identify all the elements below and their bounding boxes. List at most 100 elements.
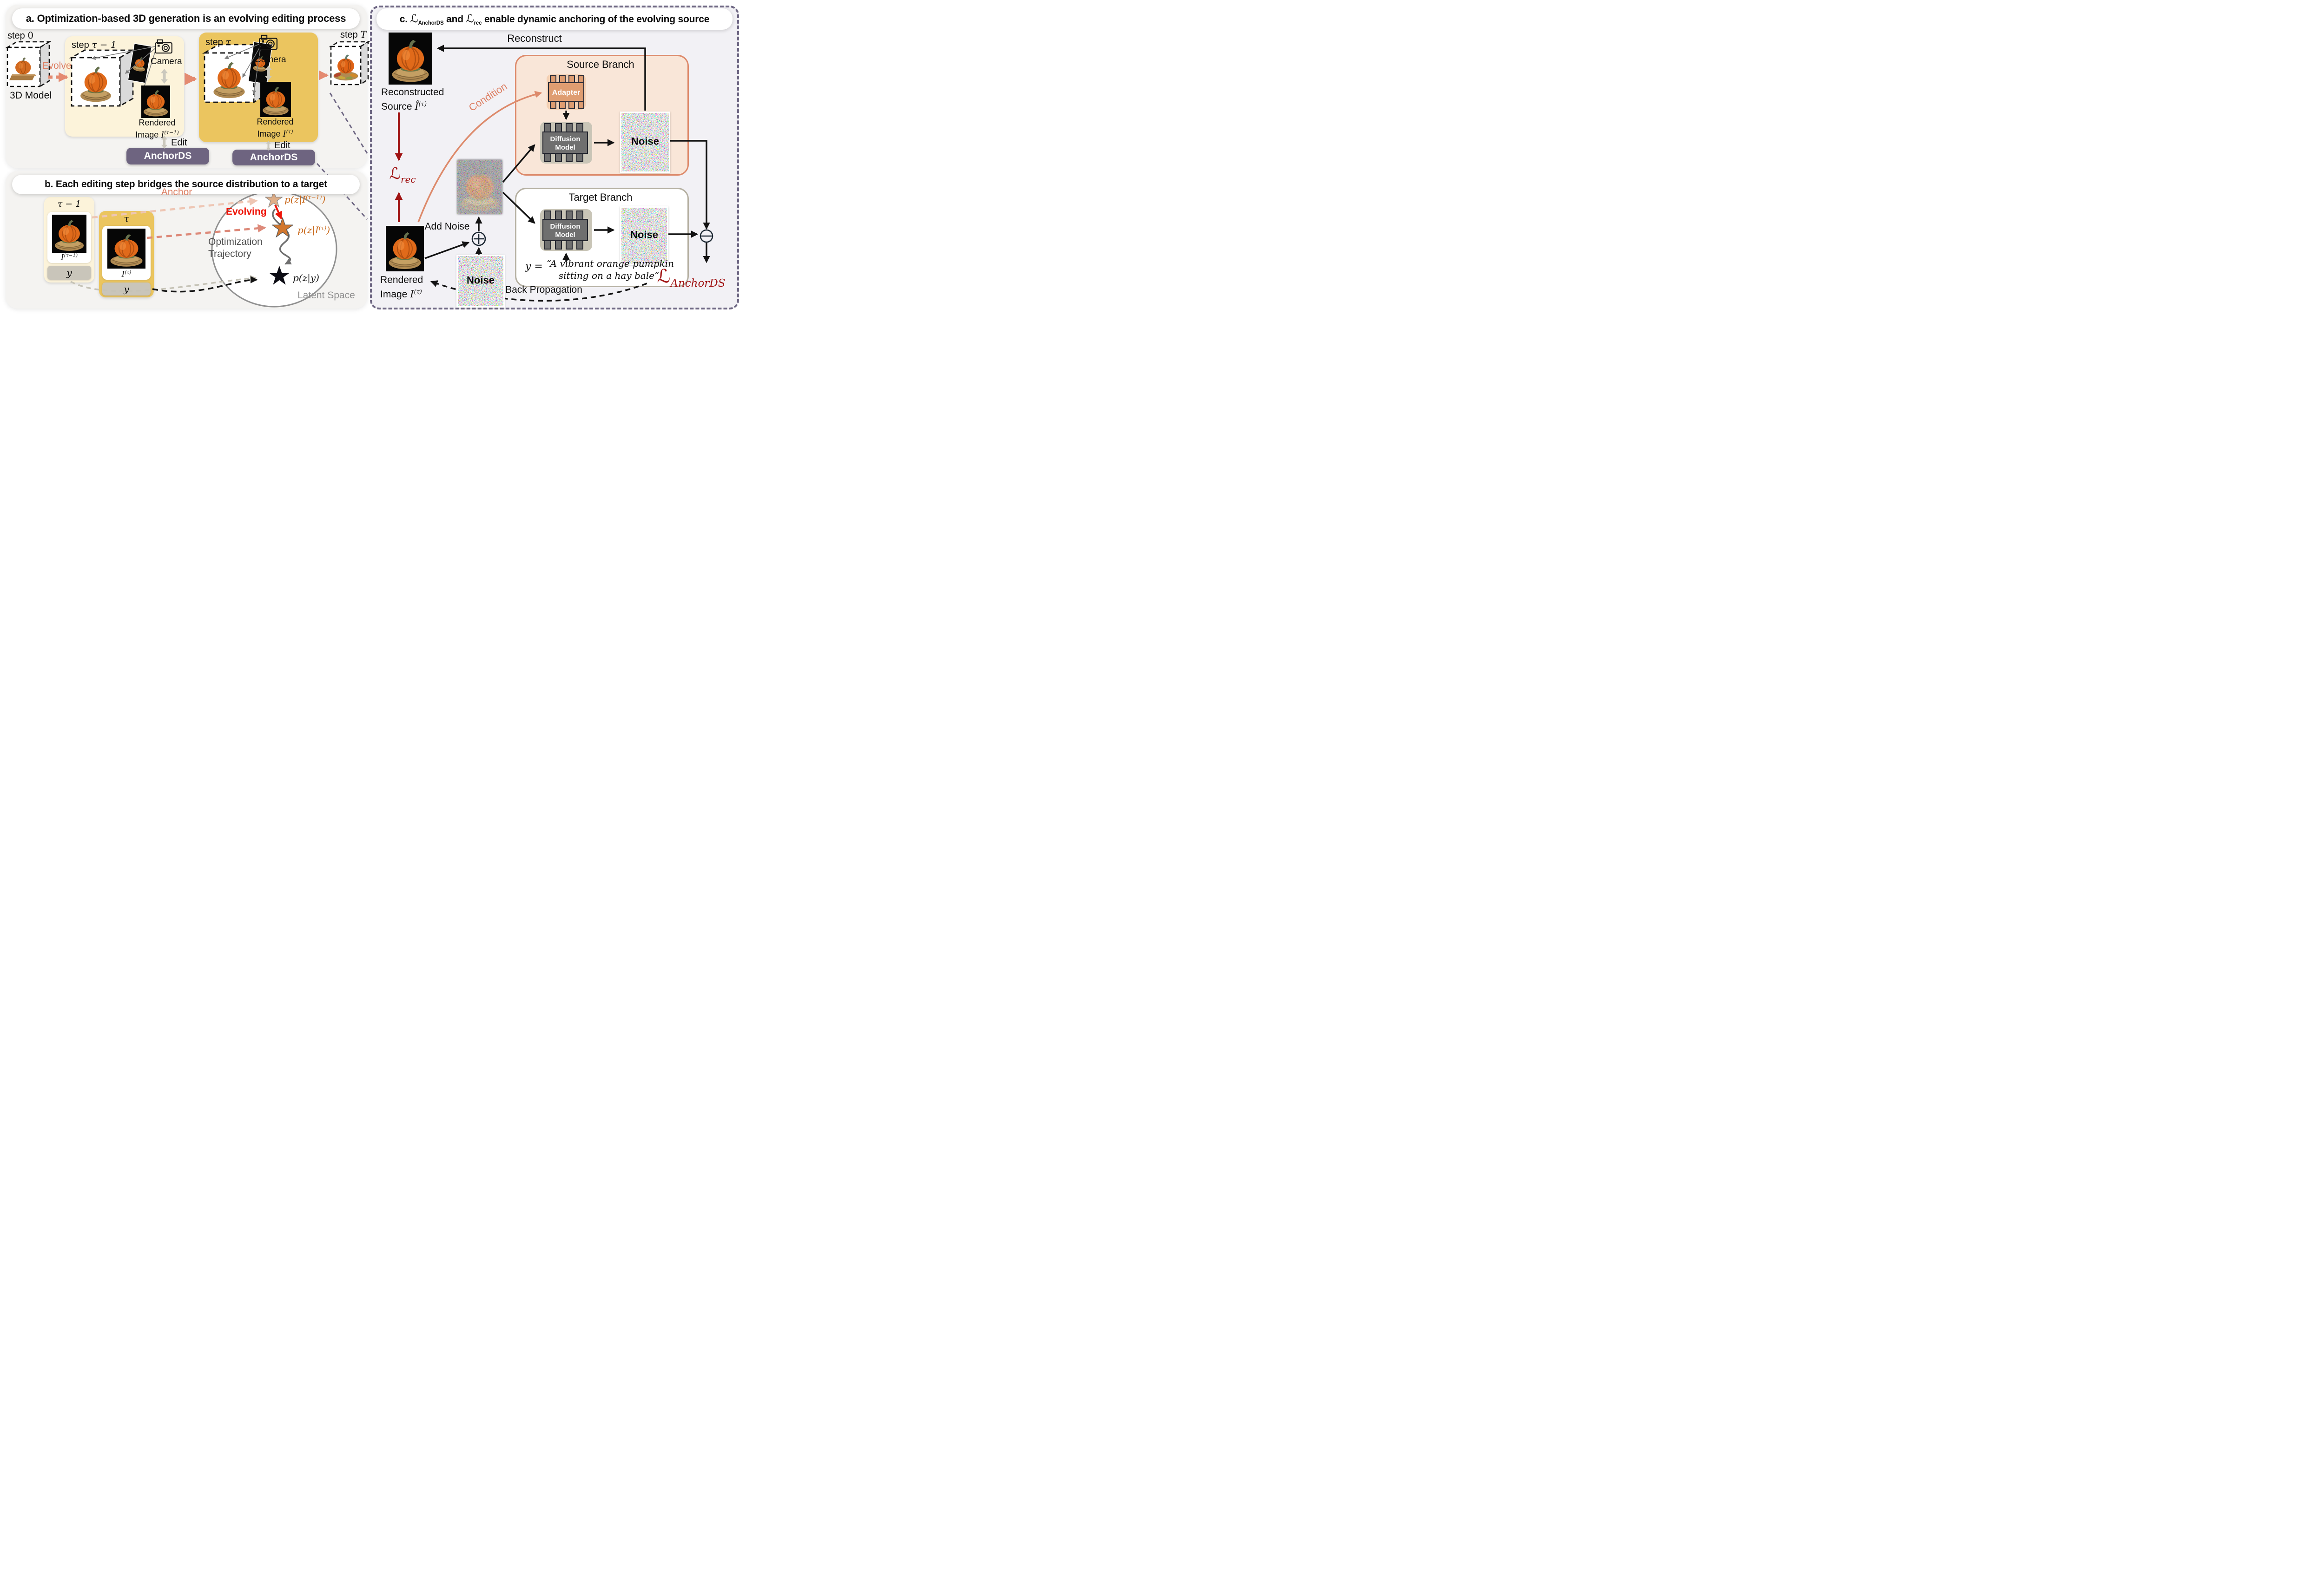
anchords-label-1: AnchorDS xyxy=(144,151,192,161)
opt1-text: Optimization xyxy=(208,237,263,247)
b-sup-prev: (τ−1) xyxy=(64,253,78,258)
panel-a-title-text: a. Optimization-based 3D generation is a… xyxy=(26,13,346,24)
latent-text: Latent Space xyxy=(297,290,355,301)
step0-num: 0 xyxy=(27,30,34,41)
source-branch-text: Source Branch xyxy=(567,59,634,70)
model3d-text: 3D Model xyxy=(10,90,52,101)
edit-text-cur: Edit xyxy=(274,140,290,151)
evolve-label-1: Evolve xyxy=(42,60,72,72)
y-label-cur: y xyxy=(124,283,129,295)
panel-c-title: c. ℒAnchorDS and ℒrec enable dynamic anc… xyxy=(376,8,733,30)
step-tau-minus1-label: step τ − 1 xyxy=(72,39,117,51)
step-word-T: step xyxy=(340,30,358,40)
latent-space-label: Latent Space xyxy=(297,290,355,301)
evolving-label: Evolving xyxy=(226,206,267,217)
rendered-photo-prev xyxy=(141,85,170,118)
anchords-box-2: AnchorDS xyxy=(232,150,315,165)
i-sym-cur: I xyxy=(283,129,286,139)
target-noise-label: Noise xyxy=(630,229,658,241)
step0-label: step 0 xyxy=(7,30,33,41)
model3d-label: 3D Model xyxy=(1,90,60,101)
panel-c-title-text: c. ℒAnchorDS and ℒrec enable dynamic anc… xyxy=(399,12,710,26)
add-noise-label: Add Noise xyxy=(420,221,474,232)
rendered-c-i: I xyxy=(410,289,414,300)
p-sup-2: (τ) xyxy=(318,224,327,231)
recon-sup: (τ) xyxy=(418,101,427,108)
p-sup-1: (τ−1) xyxy=(305,193,322,200)
photo-b-cur xyxy=(107,229,145,269)
step-tau-label: step τ xyxy=(205,36,231,48)
optimization-label: Optimization Trajectory xyxy=(208,236,263,260)
y-label-prev: y xyxy=(66,267,72,278)
prompt-y-label: y = xyxy=(525,260,543,272)
c-loss-sym-2: ℒ xyxy=(466,12,474,25)
evolving-text: Evolving xyxy=(226,206,267,217)
lrec-sub: rec xyxy=(400,173,416,185)
anchords-label-2: AnchorDS xyxy=(250,152,298,163)
tau-prev-sym: τ − 1 xyxy=(92,39,117,50)
rendered-caption-prev: Rendered Image I(τ−1) xyxy=(130,118,184,140)
prompt-line2: sitting on a hay bale” xyxy=(558,270,660,281)
i-sym-prev: I xyxy=(161,130,165,140)
figure-anchords: AnchorDS AnchorDS y y xyxy=(0,0,744,314)
edit-text-prev: Edit xyxy=(171,138,187,148)
p-pre-2: p(z|I xyxy=(297,224,319,236)
b-i-cur: I xyxy=(121,270,125,279)
prompt-y-text: y = xyxy=(525,261,543,272)
p-close-1: ) xyxy=(322,193,326,205)
dist-source-cur-label: p(z|I(τ)) xyxy=(297,224,330,236)
loss-rec-label: ℒrec xyxy=(379,164,426,185)
adapter-chip-box xyxy=(547,74,586,110)
camera-text-prev: Camera xyxy=(151,57,182,66)
photo-b-prev xyxy=(52,215,86,253)
c-loss-sym-1: ℒ xyxy=(410,12,418,25)
c-prefix: c. xyxy=(399,13,410,25)
back-propagation-text: Back Propagation xyxy=(505,284,582,295)
rendered-c-sup: (τ) xyxy=(414,289,422,296)
tag-cur-text: τ xyxy=(124,213,129,224)
c-and: and xyxy=(443,13,466,25)
camera-text-cur: Camera xyxy=(255,55,286,65)
caption-b-cur: I(τ) xyxy=(102,270,151,279)
edit-label-cur: Edit xyxy=(274,140,290,151)
panel-b-title-text: b. Each editing step bridges the source … xyxy=(45,179,327,190)
b-i-prev: I xyxy=(60,253,64,263)
lanchords-sym: ℒ xyxy=(657,266,671,287)
step-T-label: step T xyxy=(340,29,367,40)
input-noise-box: Noise xyxy=(456,255,505,308)
recon-line2-pre: Source xyxy=(381,101,415,112)
caption-b-prev: I(τ−1) xyxy=(47,253,91,263)
lrec-sym: ℒ xyxy=(389,164,401,183)
b-sup-cur: (τ) xyxy=(125,270,132,275)
noisy-pumpkin-overlay xyxy=(457,160,502,214)
dist-source-prev-label: p(z|I(τ−1)) xyxy=(284,193,325,205)
rendered-caption-c: Rendered Image I(τ) xyxy=(380,274,423,300)
p-close-2: ) xyxy=(326,224,330,236)
y-box-cur: y xyxy=(102,283,151,296)
reconstruct-text: Reconstruct xyxy=(507,33,562,44)
panel-a-title: a. Optimization-based 3D generation is a… xyxy=(12,8,360,29)
step-word-cur: step xyxy=(205,37,223,47)
p-target-text: p(z|y) xyxy=(293,272,319,283)
source-dm-chip-box xyxy=(540,122,592,164)
tag-cur-label: τ xyxy=(99,213,154,224)
step-word: step xyxy=(7,31,25,41)
i-sup-cur: (τ) xyxy=(286,129,293,135)
camera-label-cur: Camera xyxy=(255,55,286,65)
source-noise-label: Noise xyxy=(631,135,659,147)
rendered-caption-cur: Rendered Image I(τ) xyxy=(248,117,302,139)
edit-label-prev: Edit xyxy=(171,138,187,148)
rendered-photo-cur xyxy=(260,82,291,117)
step-word-prev: step xyxy=(72,40,89,50)
anchords-box-1: AnchorDS xyxy=(126,148,209,164)
c-sub-anchords: AnchorDS xyxy=(418,20,444,26)
target-branch-label: Target Branch xyxy=(541,191,660,204)
rendered-c-image-word: Image xyxy=(380,289,410,300)
noisy-pumpkin-image xyxy=(457,160,502,214)
anchor-label: Anchor xyxy=(158,187,195,198)
reconstructed-caption: Reconstructed Source Î(τ) xyxy=(381,86,444,112)
tag-prev-text: τ − 1 xyxy=(57,199,81,209)
target-noise-box: Noise xyxy=(620,206,668,265)
dist-target-label: p(z|y) xyxy=(293,272,319,284)
target-branch-text: Target Branch xyxy=(568,191,633,203)
